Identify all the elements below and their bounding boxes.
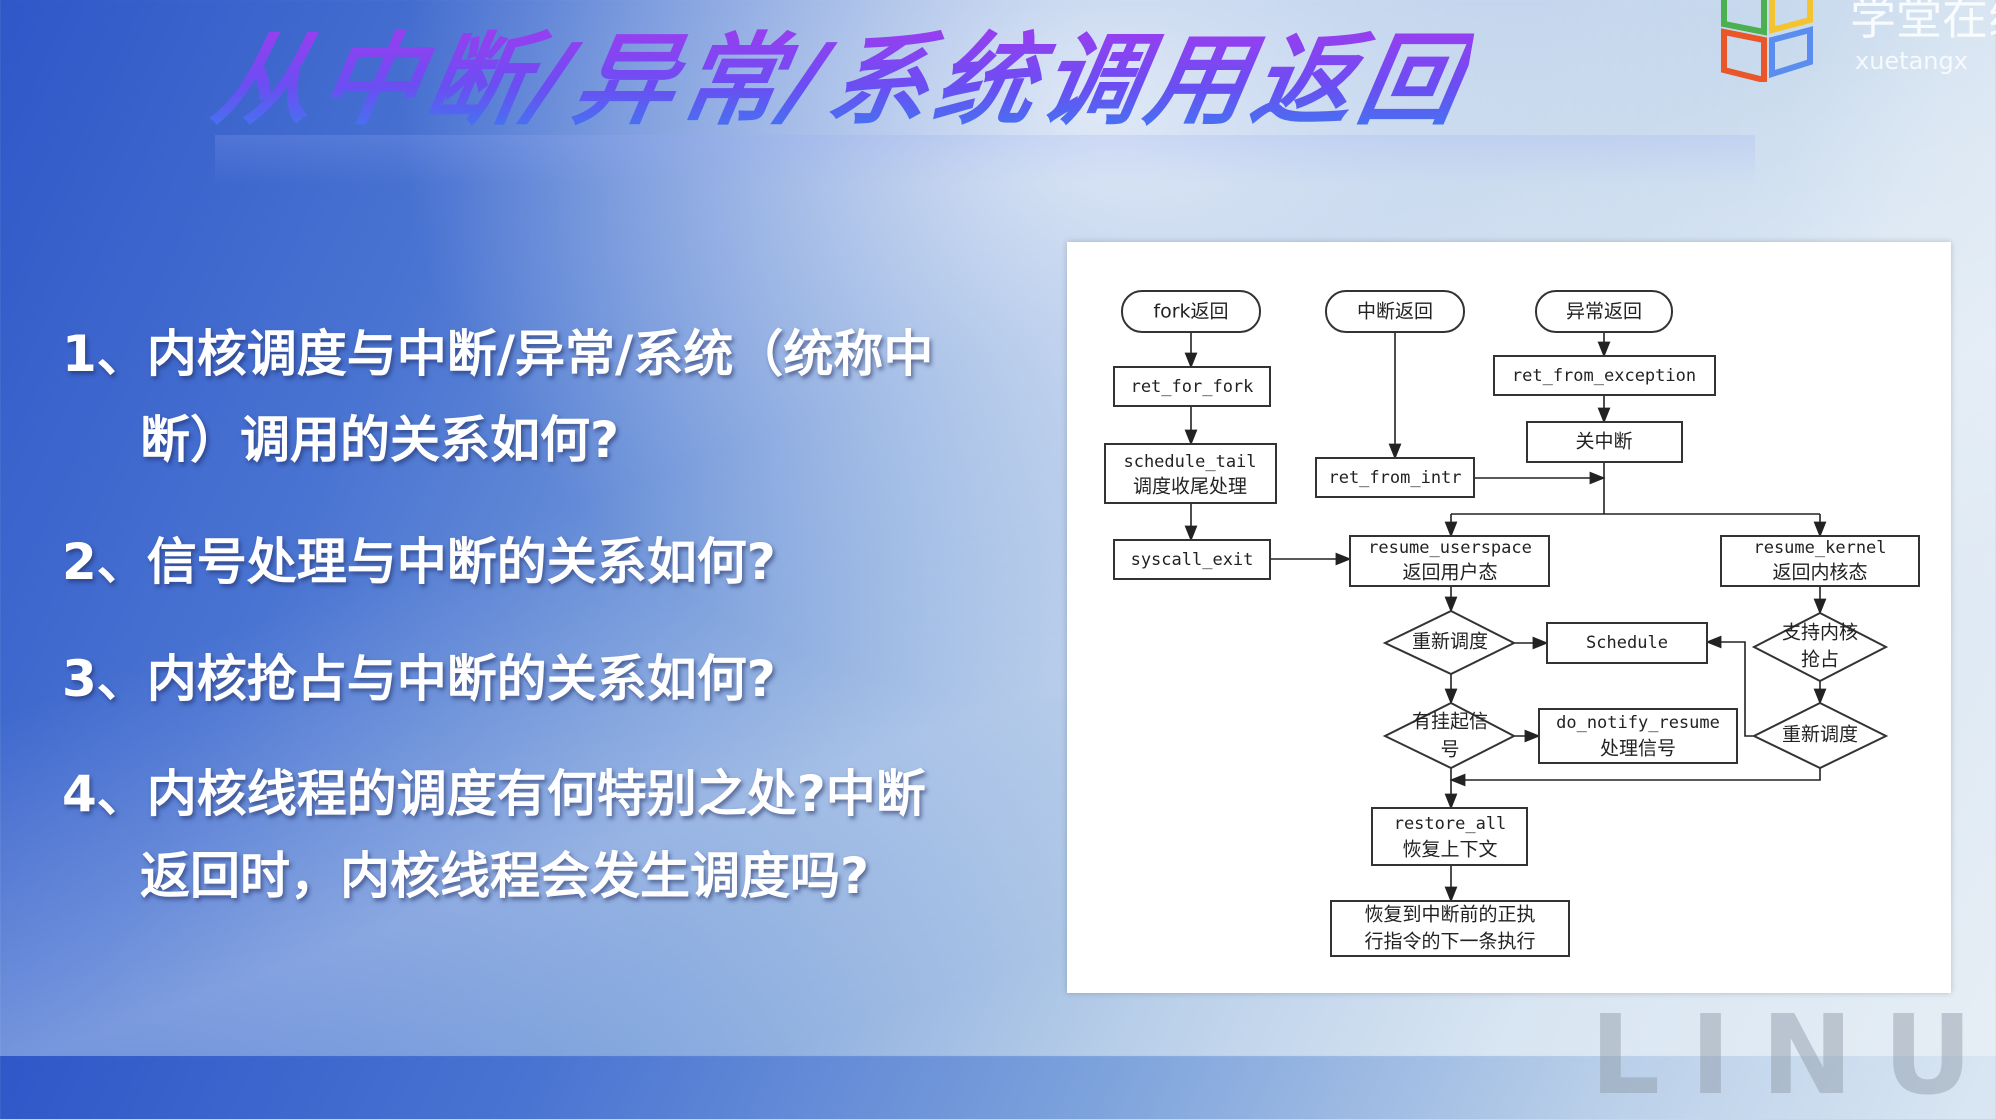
svg-text:重新调度: 重新调度 bbox=[1412, 631, 1488, 653]
question-3: 3、内核抢占与中断的关系如何? bbox=[62, 650, 776, 708]
svg-text:号: 号 bbox=[1440, 739, 1459, 761]
node-ret-for-fork: ret_for_fork bbox=[1113, 366, 1271, 407]
node-need-resched-user: 重新调度 bbox=[1382, 609, 1517, 676]
node-schedule: Schedule bbox=[1546, 622, 1708, 664]
node-disable-interrupts: 关中断 bbox=[1526, 421, 1683, 463]
svg-text:中断返回: 中断返回 bbox=[1357, 301, 1433, 323]
svg-text:抢占: 抢占 bbox=[1801, 649, 1839, 671]
svg-text:resume_userspace: resume_userspace bbox=[1368, 538, 1532, 558]
node-need-resched-kernel: 重新调度 bbox=[1751, 701, 1889, 770]
question-1-line-1: 1、内核调度与中断/异常/系统（统称中 bbox=[62, 325, 934, 383]
svg-text:有挂起信: 有挂起信 bbox=[1412, 711, 1488, 733]
svg-text:restore_all: restore_all bbox=[1394, 814, 1507, 834]
svg-text:恢复上下文: 恢复上下文 bbox=[1402, 839, 1497, 861]
svg-text:恢复到中断前的正执: 恢复到中断前的正执 bbox=[1364, 904, 1535, 926]
svg-text:schedule_tail: schedule_tail bbox=[1123, 452, 1256, 472]
node-exception-return: 异常返回 bbox=[1535, 290, 1673, 333]
node-interrupt-return: 中断返回 bbox=[1325, 290, 1465, 333]
svg-text:调度收尾处理: 调度收尾处理 bbox=[1133, 476, 1247, 498]
question-4-line-2: 返回时，内核线程会发生调度吗? bbox=[140, 847, 870, 905]
svg-text:返回用户态: 返回用户态 bbox=[1402, 562, 1497, 584]
svg-text:Schedule: Schedule bbox=[1586, 633, 1668, 653]
interrupt-return-flowchart: fork返回 中断返回 异常返回 ret_for_fork ret_from_e… bbox=[1104, 290, 1920, 957]
svg-text:行指令的下一条执行: 行指令的下一条执行 bbox=[1364, 931, 1535, 953]
logo-text-cn: 学堂在线 bbox=[1850, 0, 1996, 45]
node-ret-from-intr: ret_from_intr bbox=[1315, 457, 1475, 498]
question-2: 2、信号处理与中断的关系如何? bbox=[62, 533, 776, 591]
svg-text:异常返回: 异常返回 bbox=[1566, 301, 1642, 323]
svg-text:syscall_exit: syscall_exit bbox=[1131, 550, 1254, 570]
node-ret-from-exception: ret_from_exception bbox=[1493, 355, 1716, 396]
svg-text:处理信号: 处理信号 bbox=[1600, 738, 1676, 760]
svg-text:resume_kernel: resume_kernel bbox=[1753, 538, 1886, 558]
svg-text:支持内核: 支持内核 bbox=[1782, 622, 1858, 644]
node-fork-return: fork返回 bbox=[1121, 290, 1261, 333]
svg-text:ret_from_exception: ret_from_exception bbox=[1512, 366, 1696, 386]
flowchart-edges bbox=[1184, 332, 1827, 903]
svg-text:ret_for_fork: ret_for_fork bbox=[1131, 377, 1254, 397]
xuetangx-logo-icon bbox=[1721, 0, 1813, 82]
svg-text:do_notify_resume: do_notify_resume bbox=[1556, 713, 1720, 733]
logo-text-en: xuetangx bbox=[1855, 47, 1968, 75]
question-4-line-1: 4、内核线程的调度有何特别之处?中断 bbox=[62, 765, 926, 823]
svg-text:返回内核态: 返回内核态 bbox=[1772, 562, 1867, 584]
node-resume-kernel: resume_kernel 返回内核态 bbox=[1720, 535, 1920, 587]
question-1-line-2: 断）调用的关系如何? bbox=[140, 411, 620, 469]
svg-text:fork返回: fork返回 bbox=[1153, 301, 1228, 323]
title-reflection bbox=[215, 135, 1755, 185]
node-schedule-tail: schedule_tail 调度收尾处理 bbox=[1104, 443, 1277, 504]
node-resume-userspace: resume_userspace 返回用户态 bbox=[1349, 535, 1550, 587]
node-do-notify-resume: do_notify_resume 处理信号 bbox=[1538, 708, 1738, 764]
svg-text:重新调度: 重新调度 bbox=[1782, 724, 1858, 746]
svg-text:ret_from_intr: ret_from_intr bbox=[1328, 468, 1461, 488]
svg-text:关中断: 关中断 bbox=[1575, 431, 1632, 453]
node-syscall-exit: syscall_exit bbox=[1113, 539, 1271, 580]
node-restore-all: restore_all 恢复上下文 bbox=[1371, 807, 1528, 866]
